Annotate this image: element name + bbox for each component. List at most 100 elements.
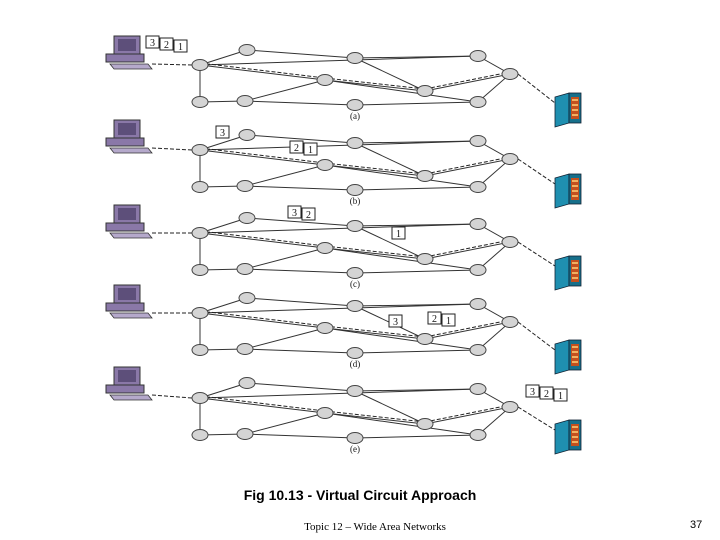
network-link [199, 303, 479, 314]
switch-node [416, 253, 434, 265]
switch-node [469, 429, 487, 441]
network-link [199, 149, 326, 166]
switch-node [469, 344, 487, 356]
network-link [324, 79, 426, 92]
switch-node [469, 50, 487, 62]
network-link [324, 164, 426, 177]
switch-node [316, 159, 334, 171]
network-link [199, 382, 248, 399]
virtual-circuit-path [424, 319, 511, 338]
packet-label: 2 [294, 143, 299, 154]
network-link [424, 73, 511, 92]
switch-node [191, 96, 209, 108]
virtual-circuit-path [324, 245, 426, 258]
switch-node [501, 68, 519, 80]
virtual-circuit-path [424, 71, 511, 90]
packet-box: 1 [441, 313, 456, 327]
access-link [517, 158, 556, 185]
switch-node [191, 181, 209, 193]
switch-node [238, 292, 256, 304]
virtual-circuit-path [324, 77, 426, 90]
packet-box: 1 [391, 226, 406, 240]
network-link [324, 247, 426, 260]
packet-label: 3 [292, 208, 297, 219]
switch-node [469, 135, 487, 147]
network-link [199, 140, 479, 151]
packet-box: 2 [159, 37, 174, 51]
switch-node [316, 407, 334, 419]
switch-node [191, 264, 209, 276]
packet-box: 3 [145, 35, 160, 49]
switch-node [238, 212, 256, 224]
network-link [199, 397, 326, 414]
packet-label: 1 [558, 391, 563, 402]
switch-node [236, 428, 254, 440]
network-link [324, 412, 479, 436]
access-link [151, 63, 193, 66]
access-link [517, 73, 556, 104]
switch-node [501, 316, 519, 328]
network-link [246, 217, 356, 227]
network-link [244, 79, 326, 102]
access-link [517, 406, 556, 431]
switch-node [236, 95, 254, 107]
switch-node [238, 129, 256, 141]
network-link [424, 406, 511, 425]
switch-node [191, 429, 209, 441]
network-link [324, 79, 479, 103]
packet-label: 3 [393, 317, 398, 328]
network-link [354, 142, 426, 177]
switch-node [191, 392, 209, 404]
switch-node [469, 298, 487, 310]
switch-node [346, 137, 364, 149]
switch-node [416, 418, 434, 430]
packet-label: 2 [544, 389, 549, 400]
virtual-circuit-path [199, 230, 326, 247]
server-icon [554, 92, 582, 128]
access-link [151, 147, 193, 151]
switch-node [501, 401, 519, 413]
circuit-panel: (b) [151, 129, 556, 206]
switch-node [191, 344, 209, 356]
network-link [324, 327, 479, 351]
network-link [199, 49, 248, 66]
computer-icon [105, 366, 153, 401]
figure-caption: Fig 10.13 - Virtual Circuit Approach [243, 487, 477, 503]
switch-node [238, 377, 256, 389]
switch-node [346, 300, 364, 312]
switch-node [236, 343, 254, 355]
virtual-circuit-path [324, 162, 426, 175]
network-link [199, 64, 326, 81]
network-link [354, 57, 426, 92]
network-link [244, 268, 356, 274]
packet-label: 1 [178, 42, 183, 53]
network-link [244, 412, 326, 435]
packet-box: 2 [427, 311, 442, 325]
virtual-circuit-path [324, 410, 426, 423]
packet-label: 3 [530, 387, 535, 398]
switch-node [469, 96, 487, 108]
access-link [517, 241, 556, 267]
packet-label: 3 [150, 38, 155, 49]
packet-label: 3 [220, 128, 225, 139]
panel-label: (e) [350, 444, 360, 454]
network-link [244, 348, 356, 354]
switch-node [469, 181, 487, 193]
packet-box: 2 [289, 140, 304, 154]
network-link [199, 297, 248, 314]
network-link [199, 232, 326, 249]
switch-node [346, 99, 364, 111]
network-link [354, 434, 479, 439]
panel-label: (a) [350, 111, 360, 121]
virtual-circuit-path [199, 310, 326, 327]
network-link [354, 186, 479, 191]
packet-label: 1 [396, 229, 401, 240]
packet-label: 2 [432, 314, 437, 325]
virtual-circuit-path [199, 147, 326, 164]
network-link [244, 100, 356, 106]
switch-node [501, 236, 519, 248]
switch-node [346, 385, 364, 397]
network-link [199, 55, 479, 66]
switch-node [346, 184, 364, 196]
